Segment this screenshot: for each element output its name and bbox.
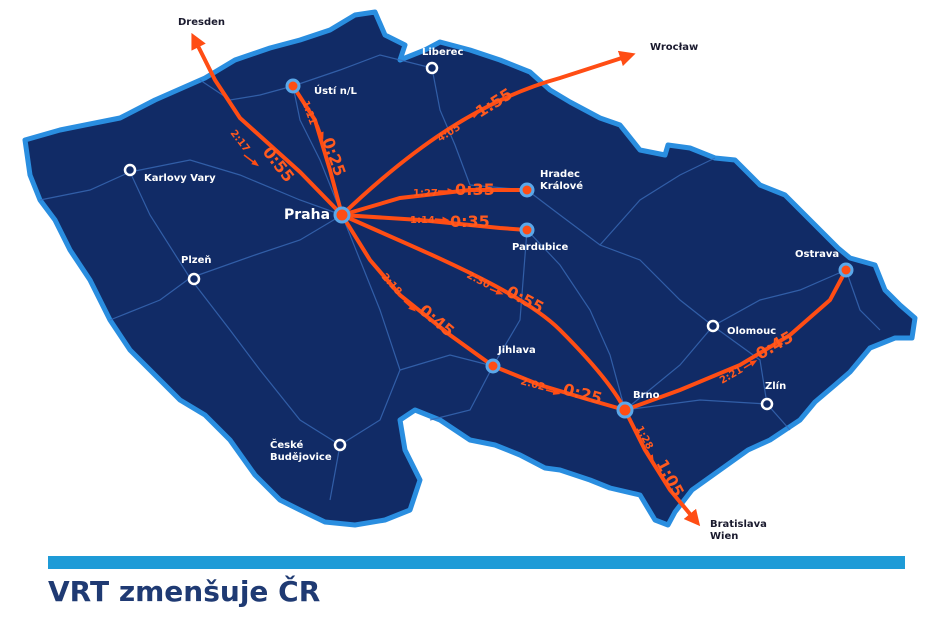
city-label-zlin: Zlín [765,380,786,392]
marker-liberec [425,61,439,75]
city-label-liberec: Liberec [422,47,463,58]
city-label-plzen: Plzeň [181,254,211,266]
city-label-ostrava: Ostrava [795,249,839,260]
city-labels: Praha Ústí n/L Liberec Karlovy Vary Hrad… [144,47,839,463]
marker-ostrava [838,262,854,278]
marker-olomouc [706,319,720,333]
high-speed-routes [191,32,848,527]
city-label-karlovy: Karlovy Vary [144,173,216,184]
time-new-pardubice: 0:35 [450,212,490,231]
time-new-hradec: 0:35 [455,180,495,199]
ext-label-dresden: Dresden [178,17,225,28]
marker-praha [333,206,351,224]
route-praha-brno [340,213,627,412]
city-label-praha: Praha [284,207,330,223]
marker-karlovy [123,163,137,177]
city-label-jihlava: Jihlava [497,345,536,356]
marker-usti [285,78,301,94]
route-praha-usti [291,84,344,217]
route-praha-pardubice [340,213,529,232]
railway-map: Praha Ústí n/L Liberec Karlovy Vary Hrad… [22,9,918,542]
marker-cb [333,438,347,452]
city-label-olomouc: Olomouc [727,326,776,337]
page-title: VRT zmenšuje ČR [48,575,321,608]
route-brno-bratislava [623,408,701,527]
route-jihlava-brno [491,364,627,412]
route-praha-hradec [340,188,529,217]
time-arrows [243,112,758,463]
time-old-pardubice: 1:14 [410,215,435,226]
marker-brno [616,401,634,419]
route-praha-wroclaw [340,50,636,217]
ext-label-wroclaw: Wrocław [650,42,698,53]
accent-stripe [48,556,905,569]
route-brno-ostrava [623,268,848,412]
route-praha-dresden [191,32,344,217]
marker-hradec [519,182,535,198]
time-old-hradec: 1:27 [413,188,438,199]
route-praha-jihlava [340,213,495,368]
city-label-brno: Brno [633,390,660,401]
marker-plzen [187,272,201,286]
city-label-usti: Ústí n/L [314,84,358,97]
city-markers [123,61,854,452]
city-label-pardubice: Pardubice [512,242,569,253]
country-outline [22,9,918,528]
marker-jihlava [485,358,501,374]
marker-zlin [760,397,774,411]
marker-pardubice [519,222,535,238]
regional-rail-lines [39,54,881,501]
